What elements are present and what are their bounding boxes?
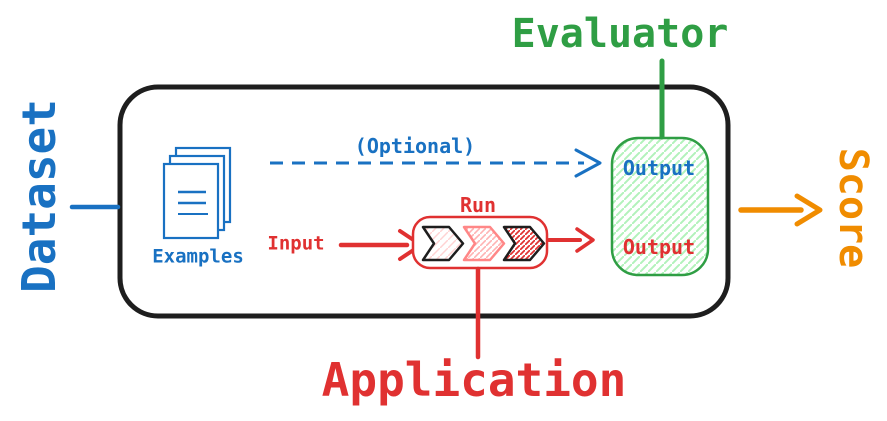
- evaluator-output-box: [610, 136, 710, 277]
- examples-documents-icon: [162, 146, 232, 240]
- input-label: Input: [267, 232, 325, 255]
- run-step-chevron-1: [421, 225, 465, 262]
- run-output-arrowhead: [575, 227, 595, 253]
- score-arrow: [738, 193, 823, 227]
- application-label: Application: [321, 353, 627, 407]
- optional-arrowhead: [574, 148, 602, 178]
- score-label: Score: [830, 147, 876, 269]
- optional-dashed-arrow: [270, 148, 602, 178]
- score-arrowhead: [794, 193, 823, 227]
- dataset-label: Dataset: [12, 99, 66, 293]
- run-box: [411, 215, 549, 270]
- document-page-front: [162, 162, 220, 240]
- run-step-chevron-3: [502, 225, 546, 262]
- run-step-chevron-2: [462, 225, 506, 262]
- input-arrow: [338, 229, 423, 261]
- main-container-box: [117, 84, 731, 319]
- evaluator-label: Evaluator: [511, 11, 729, 57]
- examples-label: Examples: [152, 245, 244, 268]
- run-label: Run: [459, 193, 497, 217]
- run-output-arrow: [547, 227, 595, 253]
- optional-label: (Optional): [354, 134, 476, 158]
- evaluator-output-label: Output: [622, 156, 696, 180]
- application-output-label: Output: [622, 235, 696, 259]
